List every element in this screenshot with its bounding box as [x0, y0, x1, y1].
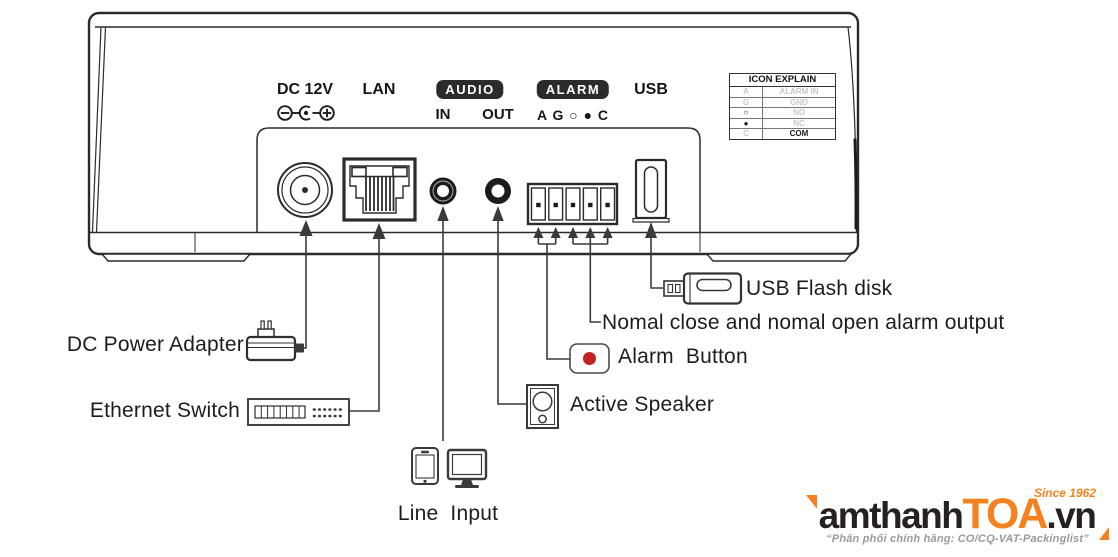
- alarm-button-red-dot: [583, 352, 596, 365]
- dc-power-adapter-label: DC Power Adapter: [66, 333, 244, 356]
- active-speaker-label: Active Speaker: [570, 393, 715, 416]
- dc-polarity-icon: [277, 105, 335, 121]
- icon-explain-table: ICON EXPLAIN A ALARM IN G GND ○ NO ● NC …: [729, 73, 836, 140]
- open-circle-icon: ○: [730, 108, 763, 118]
- audio-in-jack-icon: [429, 177, 457, 205]
- meaning-cell: COM: [789, 129, 809, 139]
- meaning-cell: NO: [793, 108, 805, 118]
- dc-port-label: DC 12V: [276, 81, 334, 98]
- meaning-cell: ALARM IN: [779, 87, 819, 96]
- audio-out-label: OUT: [482, 106, 514, 123]
- vendor-logo: Since 1962 amthanh TOA .vn “Phân phối ch…: [805, 477, 1110, 549]
- speaker-icon: [526, 384, 559, 429]
- icon-cell: G: [730, 97, 763, 108]
- table-row: A ALARM IN: [730, 87, 835, 98]
- ethernet-switch-icon: [247, 398, 350, 426]
- device-foot-left: [100, 253, 252, 262]
- logo-brand-orange: TOA: [962, 490, 1048, 538]
- alarm-terminal-block-icon: [526, 182, 619, 226]
- icon-explain-title: ICON EXPLAIN: [730, 74, 835, 87]
- usb-port-icon: [632, 158, 670, 223]
- table-row: ○ NO: [730, 108, 835, 119]
- table-row: ● NC: [730, 118, 835, 130]
- icon-cell: C: [730, 129, 763, 139]
- usb-flash-disk-label: USB Flash disk: [746, 277, 893, 300]
- line-input-label: Line Input: [397, 502, 499, 525]
- audio-out-jack-icon: [485, 178, 511, 204]
- lan-leader-line: [350, 223, 386, 412]
- alarm-input-leader-line: [533, 227, 570, 360]
- panel-recess: [256, 127, 701, 232]
- logo-tagline: “Phân phối chính hãng: CO/CQ-VAT-Packing…: [826, 533, 1089, 545]
- alarm-button-label: Alarm Button: [618, 345, 748, 368]
- table-row: C COM: [730, 129, 835, 139]
- dc-jack-icon: [277, 162, 333, 218]
- usb-flash-drive-icon: [663, 272, 743, 305]
- alarm-output-label: Nomal close and nomal open alarm output: [602, 311, 1005, 334]
- icon-cell: A: [730, 87, 763, 97]
- usb-port-label: USB: [634, 81, 668, 98]
- meaning-cell: NC: [793, 118, 805, 128]
- logo-brand-black: amthanh: [818, 495, 964, 536]
- logo-accent-triangle: [1099, 527, 1110, 540]
- leader-lines: [296, 206, 663, 441]
- alarm-badge: ALARM: [536, 80, 610, 99]
- meaning-cell: GND: [790, 97, 808, 107]
- alarm-output-leader-line: [568, 227, 613, 323]
- ethernet-switch-label: Ethernet Switch: [89, 399, 240, 422]
- monitor-icon: [446, 448, 488, 488]
- lan-port-icon: [342, 157, 417, 222]
- audio-out-leader-line: [492, 206, 527, 405]
- logo-brand-suffix: .vn: [1046, 495, 1096, 536]
- power-adapter-icon: [245, 320, 304, 362]
- logo-accent-triangle: [805, 495, 817, 509]
- audio-badge: AUDIO: [436, 80, 504, 99]
- lan-port-label: LAN: [362, 81, 396, 98]
- logo-brand: amthanh TOA .vn: [805, 490, 1110, 540]
- device-foot-right: [705, 253, 853, 262]
- table-row: G GND: [730, 97, 835, 109]
- filled-circle-icon: ●: [730, 118, 763, 129]
- audio-in-label: IN: [435, 106, 451, 123]
- usb-leader-line: [645, 222, 663, 289]
- alarm-button-icon: [569, 343, 610, 374]
- logo-since-text: Since 1962: [1033, 486, 1096, 500]
- audio-in-leader-line: [437, 206, 449, 441]
- alarm-pins-label: A G ○ ● C: [536, 107, 610, 123]
- phone-icon: [411, 447, 439, 485]
